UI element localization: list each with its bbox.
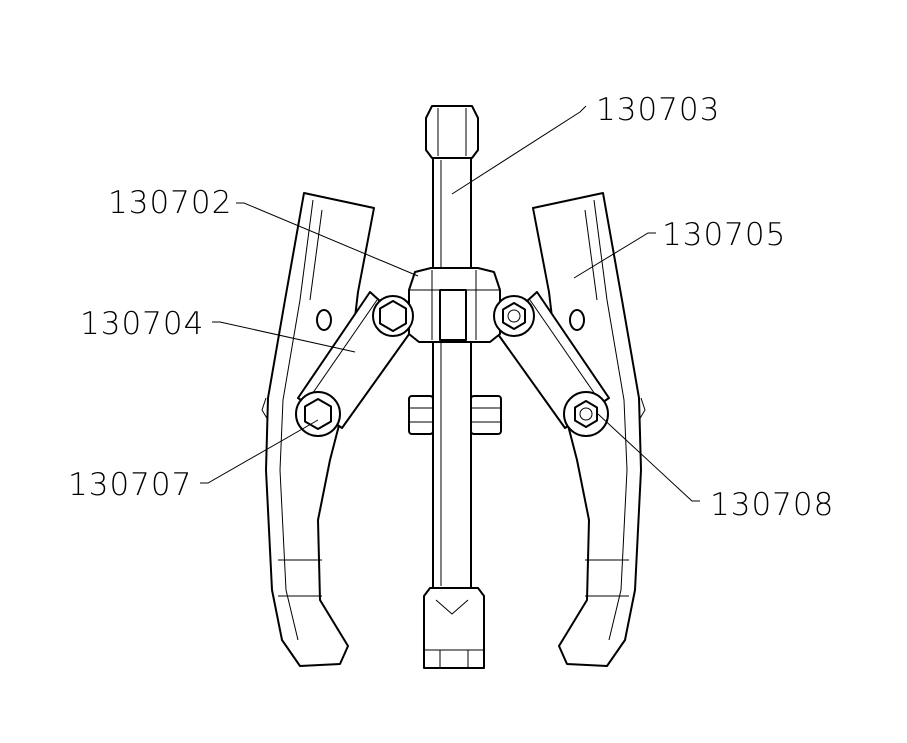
bolt-upper-left (372, 295, 414, 337)
part-label-130704: 130704 (80, 306, 204, 342)
forcing-screw (423, 105, 485, 669)
bolt-upper-right (493, 295, 535, 337)
part-label-130705: 130705 (662, 217, 786, 253)
part-labels: 130703 130702 130705 130704 130707 13070… (68, 92, 834, 523)
part-label-130708: 130708 (710, 487, 834, 523)
part-label-130702: 130702 (108, 185, 232, 221)
bolt-lower-right (563, 391, 609, 437)
part-label-130707: 130707 (68, 467, 192, 503)
yoke (408, 267, 501, 343)
lock-nuts (408, 395, 502, 435)
bolt-lower-left (295, 391, 341, 437)
leader-lines (200, 105, 700, 502)
part-label-130703: 130703 (596, 92, 720, 128)
